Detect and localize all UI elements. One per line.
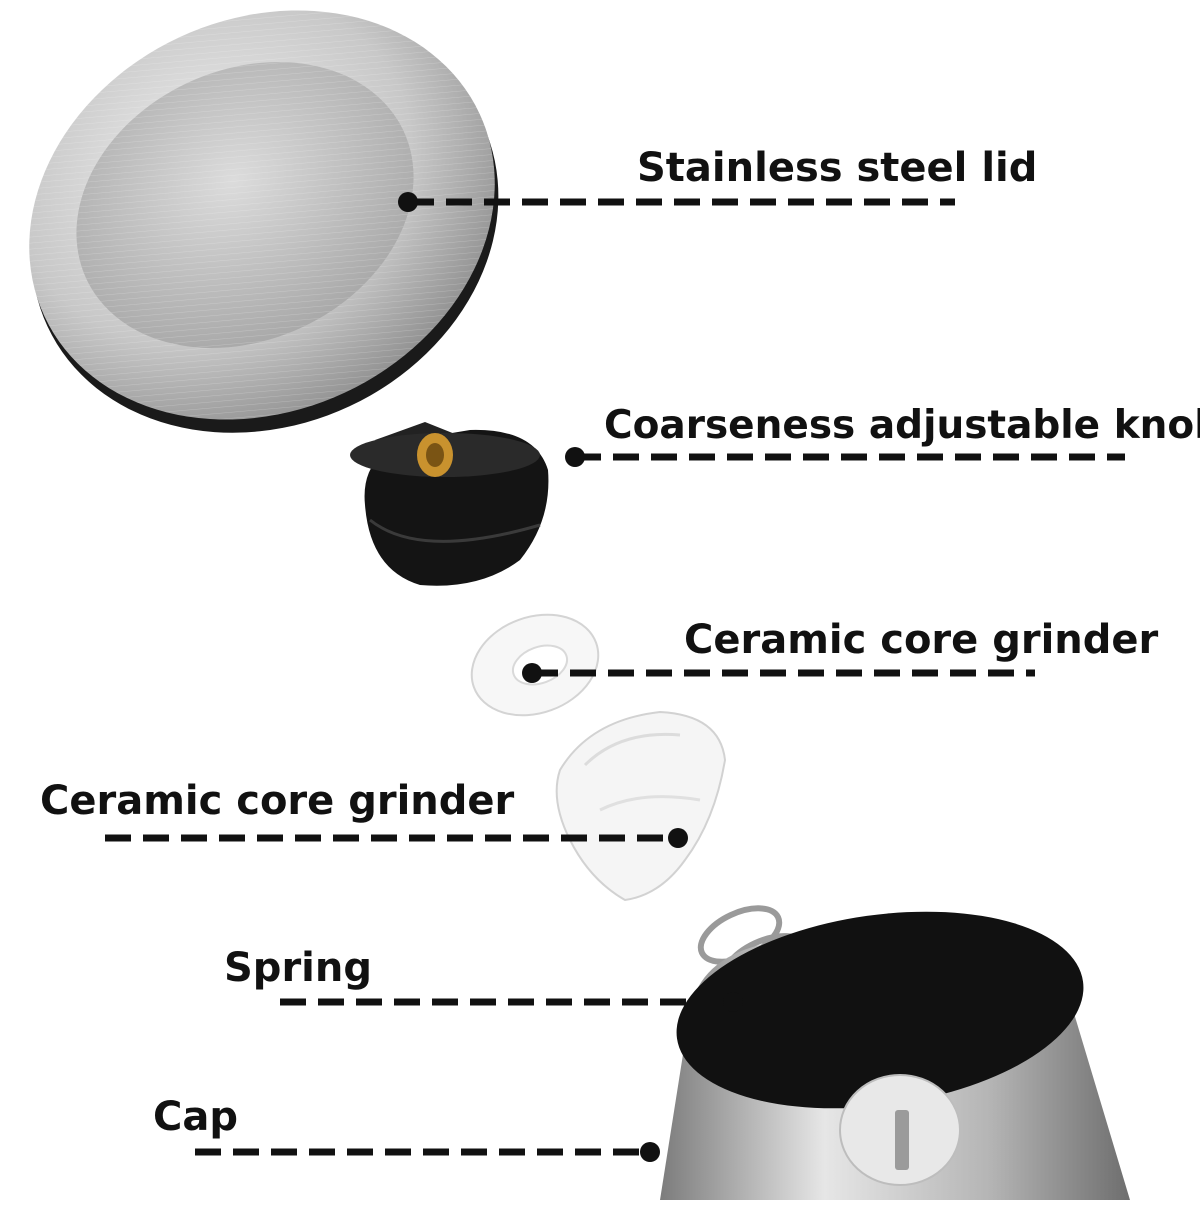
dot-cap — [640, 1142, 660, 1162]
knob-icon — [350, 422, 549, 586]
label-ceramic-core-grinder-bottom: Ceramic core grinder — [40, 778, 515, 824]
dot-ceramic-top — [522, 663, 542, 683]
dot-ceramic-bottom — [668, 828, 688, 848]
label-cap: Cap — [153, 1094, 238, 1140]
label-stainless-steel-lid: Stainless steel lid — [637, 145, 1038, 191]
label-ceramic-core-grinder-top: Ceramic core grinder — [684, 617, 1159, 663]
leader-dots — [398, 192, 743, 1162]
dot-knob — [565, 447, 585, 467]
dot-spring — [723, 992, 743, 1012]
ceramic-grinder-icon — [555, 710, 727, 902]
stainless-lid-icon — [29, 10, 499, 433]
cap-icon — [660, 911, 1130, 1200]
label-spring: Spring — [224, 945, 372, 991]
leader-lines — [105, 198, 1125, 1156]
dot-lid — [398, 192, 418, 212]
label-coarseness-knob: Coarseness adjustable knob — [604, 403, 1200, 448]
